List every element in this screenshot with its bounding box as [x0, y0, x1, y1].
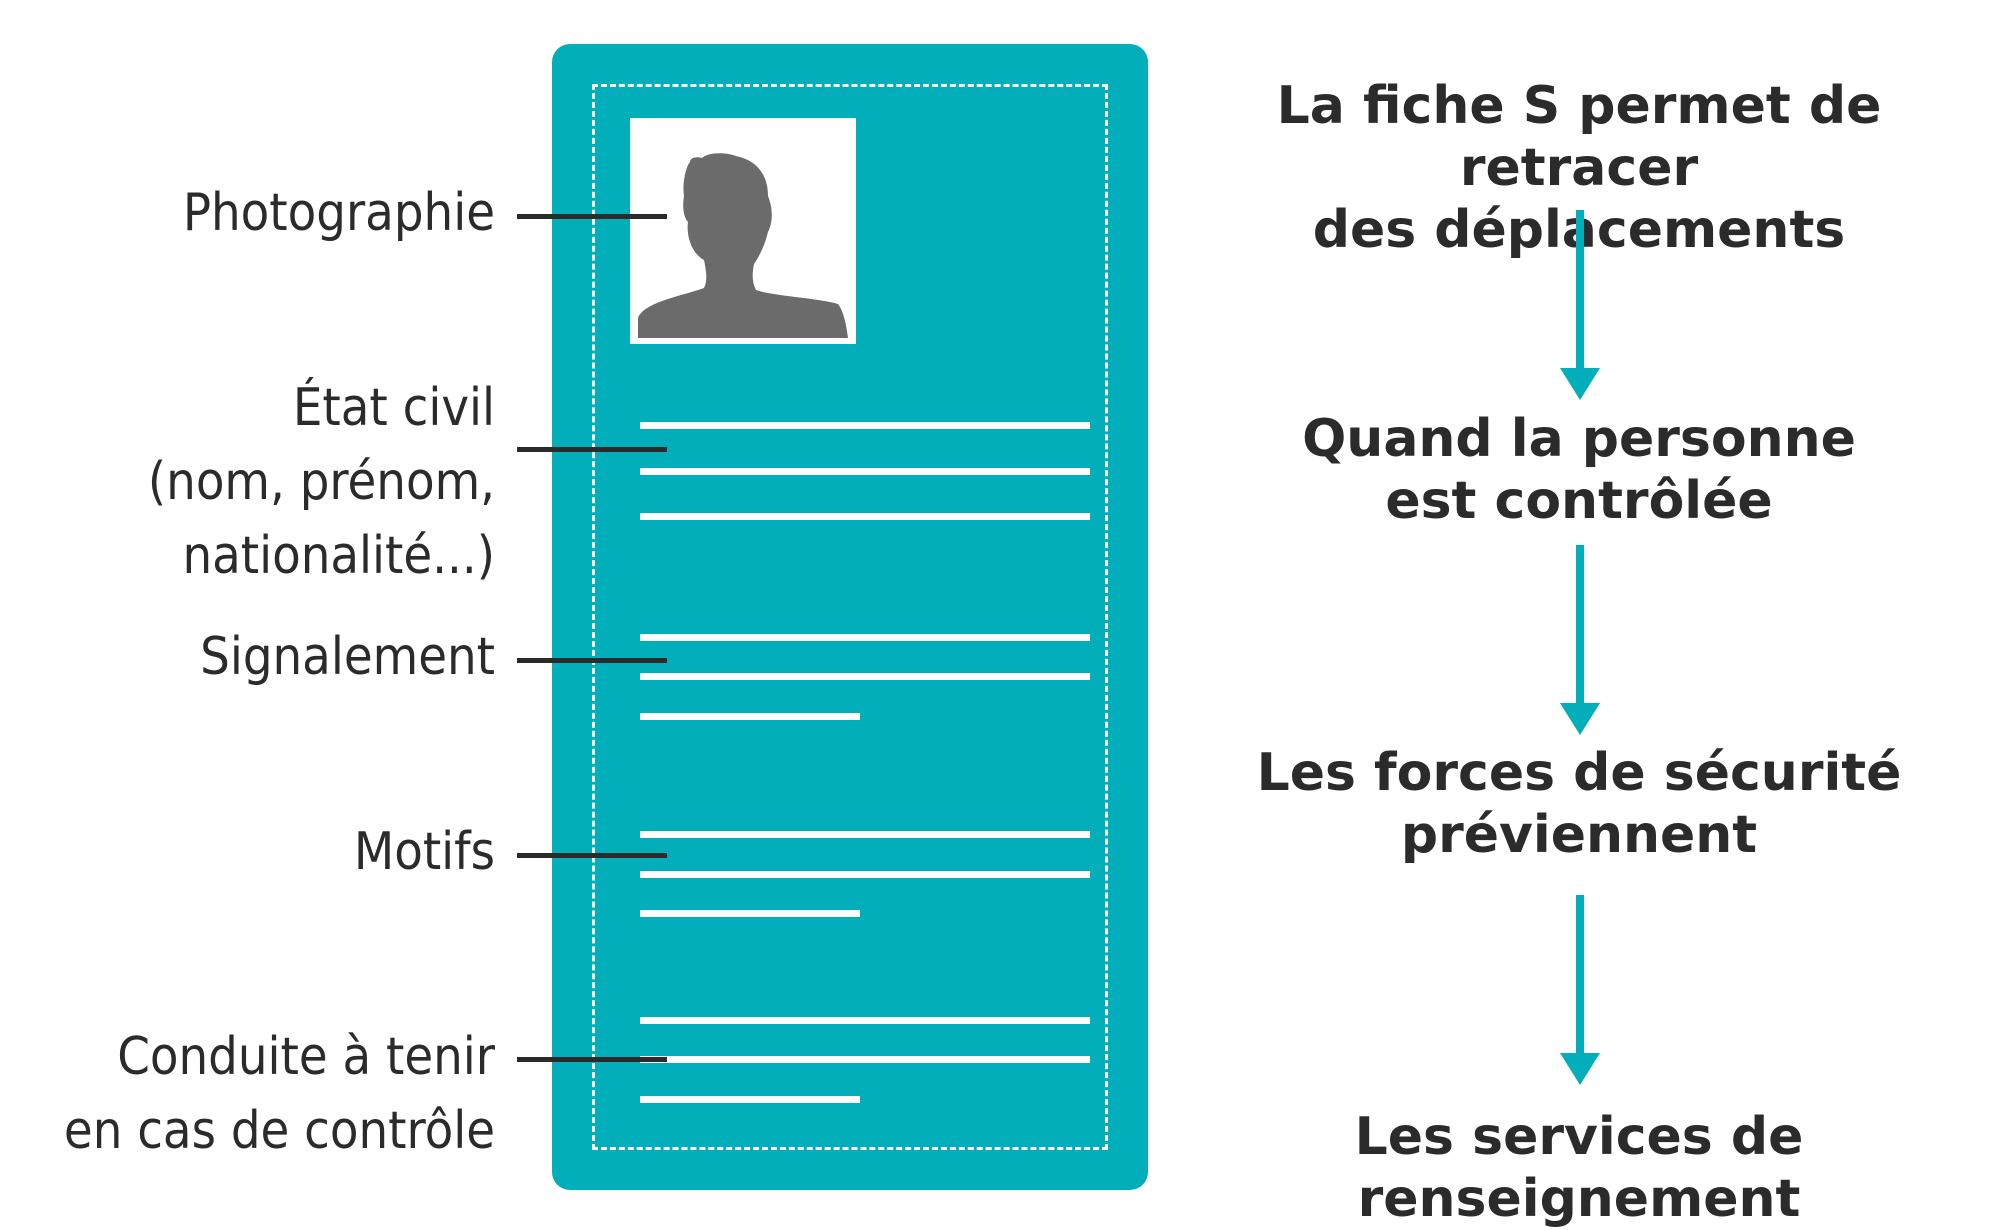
leader-conduct	[517, 1057, 667, 1062]
flow-step-2-line-1: Quand la personne	[1302, 409, 1856, 469]
card-dashed-border	[592, 84, 1108, 1150]
label-reasons-text: Motifs	[353, 822, 495, 882]
reasons-line-1	[640, 831, 1090, 838]
civil-status-line-3	[640, 513, 1090, 520]
label-civil-status-line-3: nationalité...)	[182, 526, 495, 586]
flow-arrow-3	[1560, 895, 1600, 1085]
arrow-down-icon	[1560, 895, 1600, 1085]
leader-civil-status	[517, 447, 667, 452]
flow-step-2: Quand la personne est contrôlée	[1185, 408, 1973, 532]
leader-description	[517, 658, 667, 663]
flow-arrow-2	[1560, 545, 1600, 735]
flow-step-2-line-2: est contrôlée	[1385, 471, 1773, 531]
description-line-2	[640, 673, 1090, 680]
reasons-line-3	[640, 910, 860, 917]
arrow-down-icon	[1560, 210, 1600, 400]
label-description-text: Signalement	[200, 627, 495, 687]
flow-step-4-line-1: Les services de renseignement	[1354, 1107, 1804, 1229]
leader-reasons	[517, 853, 667, 858]
person-silhouette-icon	[638, 153, 848, 338]
description-line-3	[640, 713, 860, 720]
flow-step-3: Les forces de sécurité préviennent	[1185, 742, 1973, 866]
label-photo: Photographie	[183, 176, 495, 250]
arrow-down-icon	[1560, 545, 1600, 735]
conduct-line-1	[640, 1017, 1090, 1024]
flow-step-3-line-2: préviennent	[1400, 805, 1758, 865]
label-conduct-line-1: Conduite à tenir	[117, 1027, 495, 1087]
conduct-line-3	[640, 1096, 860, 1103]
label-civil-status-line-1: État civil	[292, 378, 495, 438]
label-description: Signalement	[200, 620, 495, 694]
label-conduct-line-2: en cas de contrôle	[63, 1101, 495, 1161]
flow-step-4: Les services de renseignement	[1185, 1106, 1973, 1230]
leader-photo	[517, 214, 667, 219]
label-photo-text: Photographie	[182, 183, 495, 243]
description-line-1	[640, 634, 1090, 641]
label-reasons: Motifs	[354, 815, 495, 889]
label-civil-status-line-2: (nom, prénom,	[147, 452, 495, 512]
photo-frame	[630, 118, 856, 344]
flow-step-1: La fiche S permet de retracer des déplac…	[1185, 75, 1973, 261]
label-conduct: Conduite à tenir en cas de contrôle	[64, 1020, 495, 1168]
civil-status-line-1	[640, 422, 1090, 429]
flow-step-3-line-1: Les forces de sécurité	[1256, 743, 1902, 803]
conduct-line-2	[640, 1056, 1090, 1063]
flow-step-1-line-1: La fiche S permet de retracer	[1276, 76, 1882, 198]
reasons-line-2	[640, 871, 1090, 878]
flow-arrow-1	[1560, 210, 1600, 400]
label-civil-status: État civil (nom, prénom, nationalité...)	[148, 371, 495, 593]
civil-status-line-2	[640, 468, 1090, 475]
